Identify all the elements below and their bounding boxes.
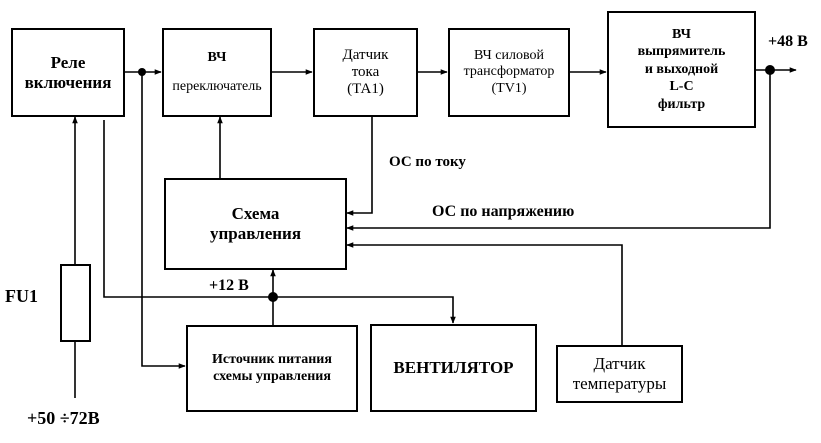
fuse-name-label: FU1 [5, 286, 38, 306]
wire-temp-feedback [346, 242, 623, 345]
current-feedback-label: ОС по току [389, 154, 466, 170]
rectifier-label-2: выпрямитель [637, 44, 726, 60]
power-supply-label-1: Источник питания [212, 352, 332, 368]
control-circuit-block: Схема управления [164, 178, 347, 270]
relay-label-1: Реле [50, 52, 86, 72]
hf-switch-block: ВЧ переключатель [162, 28, 272, 117]
fan-label: ВЕНТИЛЯТОР [393, 358, 514, 378]
rectifier-label-5: фильтр [657, 96, 706, 112]
temp-sensor-label-1: Датчик [593, 354, 646, 374]
control-label-2: управления [209, 224, 302, 243]
rectifier-filter-block: ВЧ выпрямитель и выходной L-C фильтр [607, 11, 756, 128]
wire-voltage-feedback [346, 70, 771, 231]
control-label-1: Схема [231, 204, 280, 224]
current-sensor-label-1: Датчик [342, 46, 389, 63]
wire-node-to-power-supply [141, 72, 186, 369]
rectifier-label-3: и выходной [644, 61, 719, 77]
transformer-label-1: ВЧ силовой [474, 48, 544, 64]
temperature-sensor-block: Датчик температуры [556, 345, 683, 403]
junction-dot [268, 292, 278, 302]
temp-sensor-label-2: температуры [572, 374, 667, 393]
power-transformer-block: ВЧ силовой трансформатор (TV1) [448, 28, 570, 117]
relay-label-2: включения [24, 72, 112, 92]
fuse-symbol [60, 264, 91, 342]
power-supply-label-2: схемы управления [213, 368, 331, 384]
output-voltage-label: +48 В [768, 33, 808, 50]
relay-block: Реле включения [11, 28, 125, 117]
supply-12v-label: +12 В [209, 277, 249, 294]
current-sensor-label-3: (ТА1) [347, 81, 384, 98]
wire-current-feedback [346, 117, 373, 216]
current-sensor-block: Датчик тока (ТА1) [313, 28, 418, 117]
control-power-supply-block: Источник питания схемы управления [186, 325, 358, 412]
wire-12v-to-fan [103, 120, 456, 324]
rectifier-label-4: L-C [669, 79, 694, 95]
transformer-label-3: (TV1) [491, 80, 527, 96]
voltage-feedback-label: ОС по напряжению [432, 203, 575, 220]
junction-dot [138, 68, 146, 76]
current-sensor-label-2: тока [351, 63, 380, 80]
hf-switch-label-1: ВЧ [207, 50, 227, 66]
junction-dot [765, 65, 775, 75]
fan-block: ВЕНТИЛЯТОР [370, 324, 537, 412]
transformer-label-2: трансформатор [463, 64, 555, 80]
hf-switch-label-2: переключатель [172, 78, 262, 94]
rectifier-label-1: ВЧ [672, 26, 691, 42]
input-voltage-label: +50 ÷72В [27, 408, 100, 428]
